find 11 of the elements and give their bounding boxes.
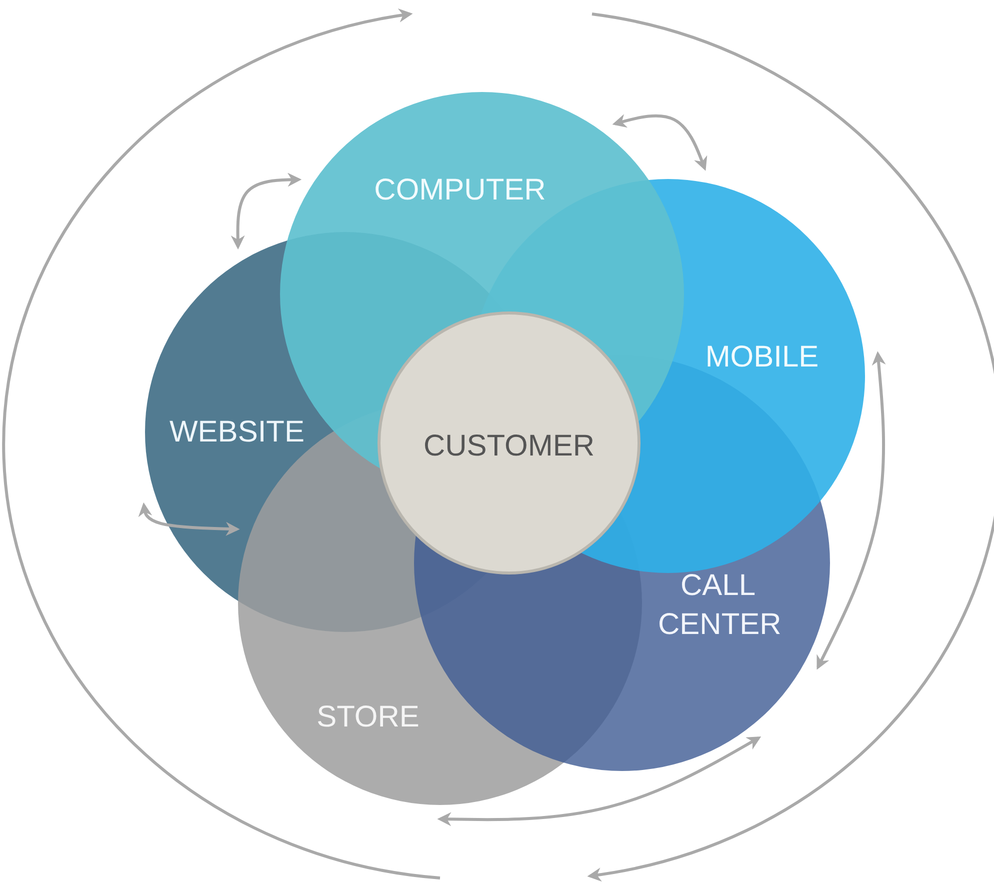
circle-label: MOBILE [704, 340, 820, 376]
double-arrow [138, 502, 240, 536]
circle-label: STORE [316, 700, 420, 736]
circle-label: CALL CENTER [658, 568, 778, 643]
double-arrow [612, 114, 708, 171]
circle-label: COMPUTER [373, 172, 547, 208]
double-arrow [230, 172, 302, 250]
double-arrow [437, 736, 762, 826]
double-arrow [816, 351, 886, 670]
circle-label: CUSTOMER [422, 428, 596, 464]
circle-label: WEBSITE [168, 414, 306, 450]
